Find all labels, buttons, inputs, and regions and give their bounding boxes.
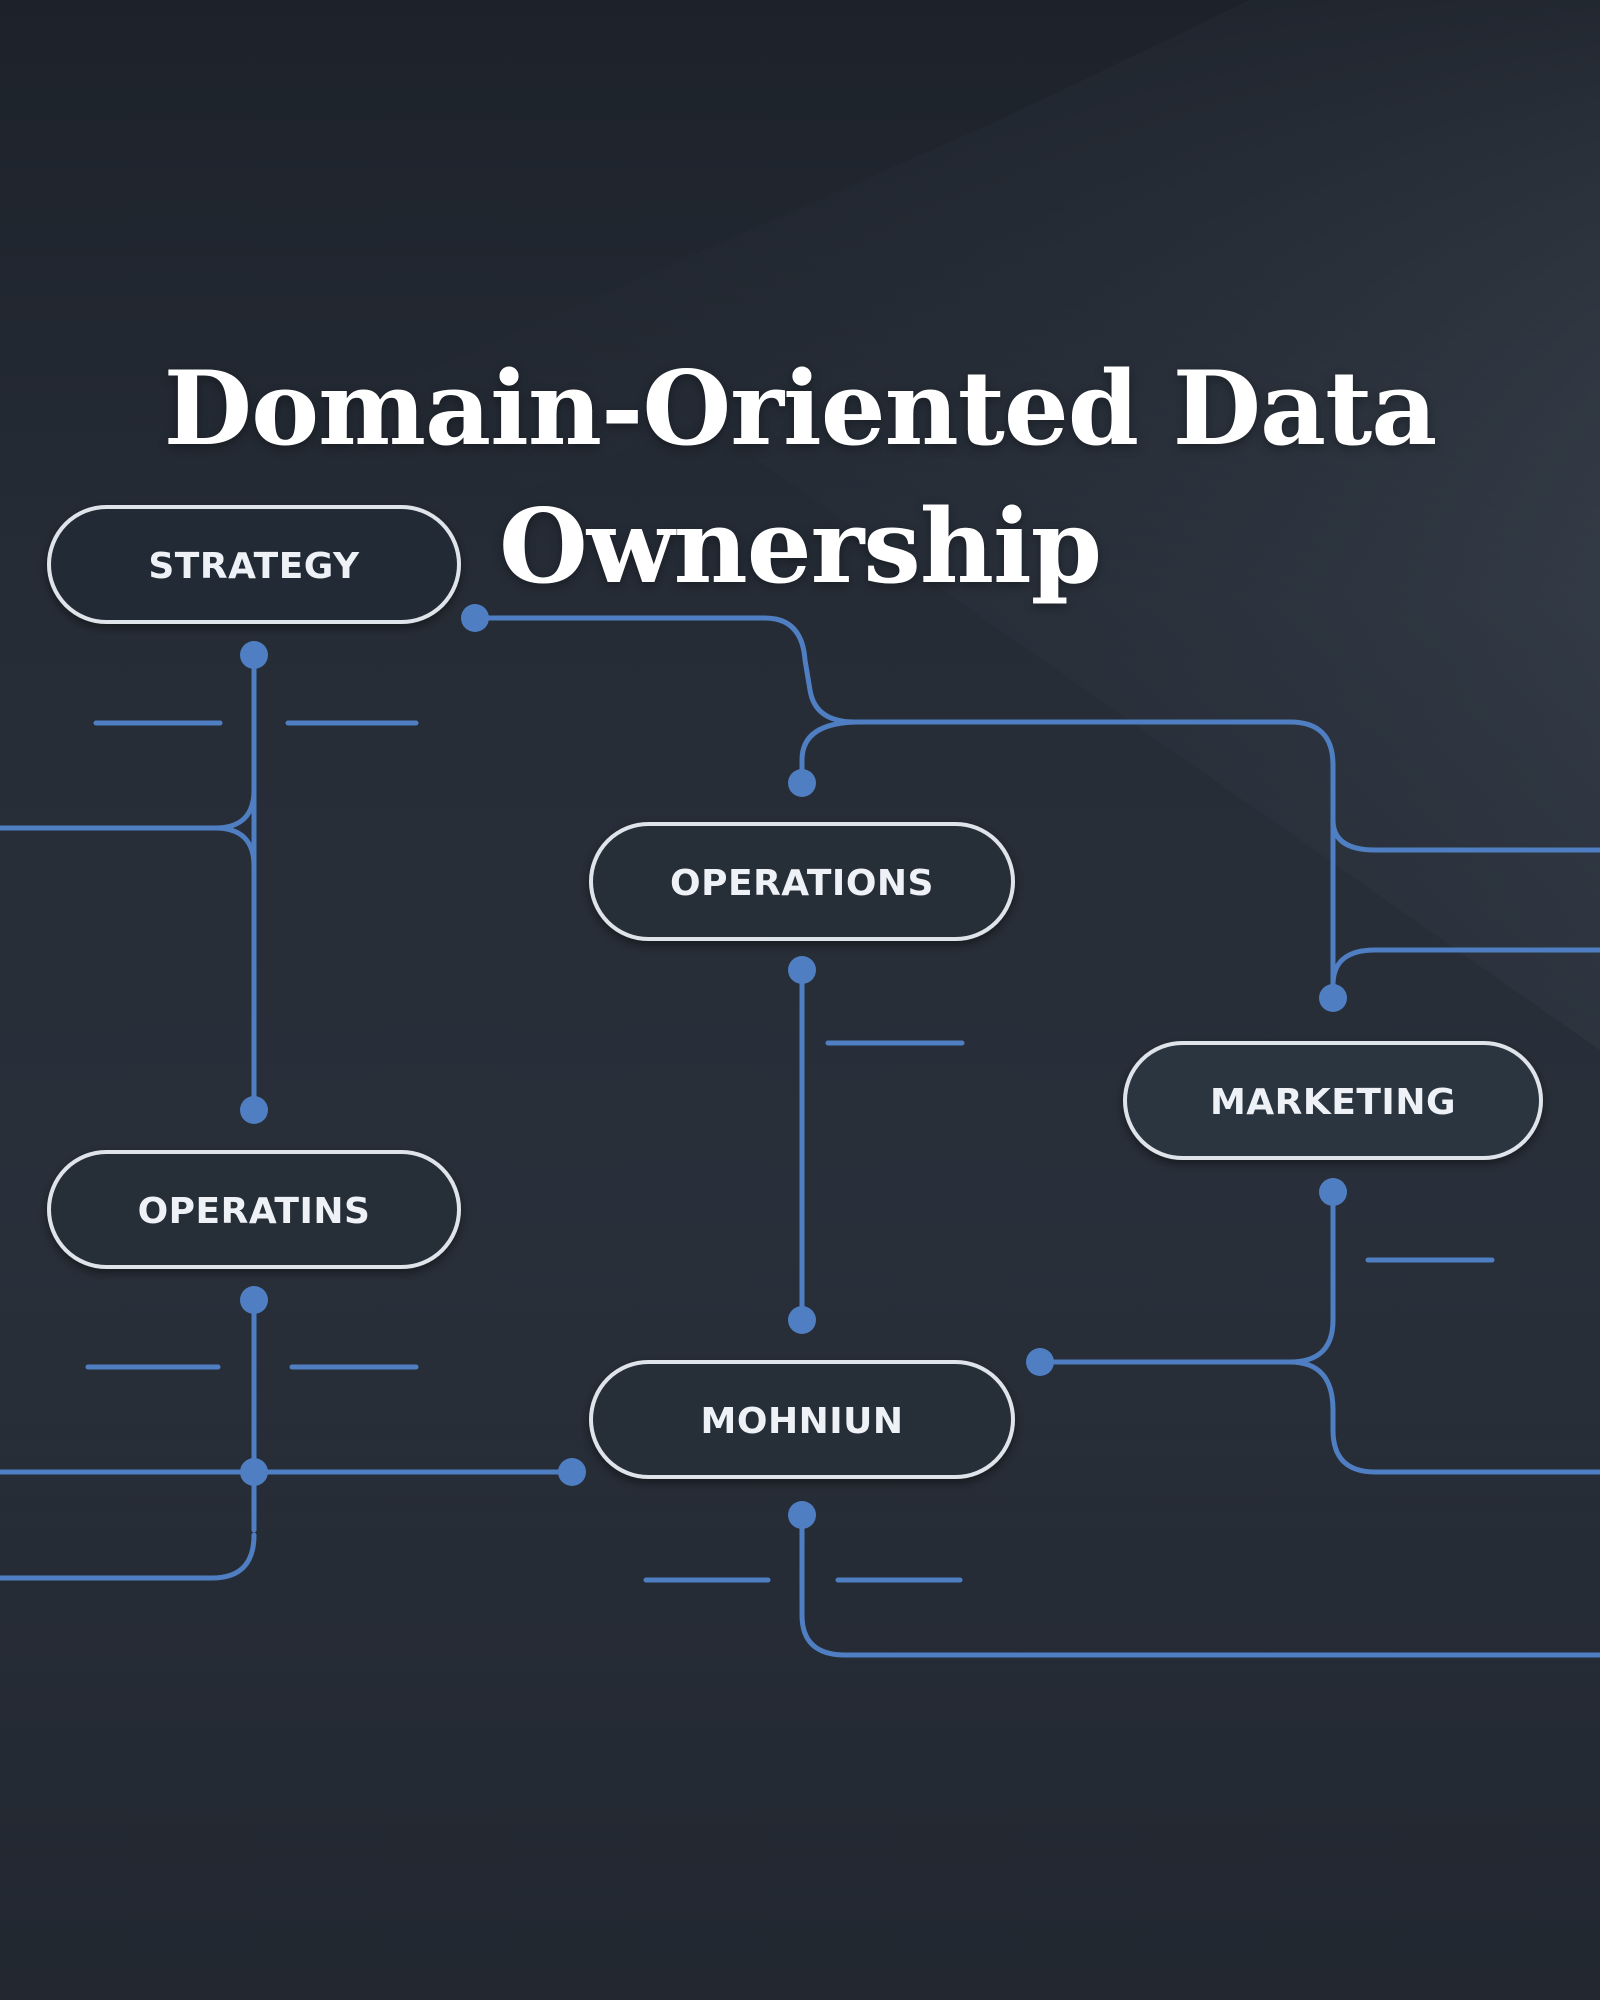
title-line-1: Domain-Oriented Data: [163, 349, 1438, 469]
node-marketing[interactable]: MARKETING: [1123, 1041, 1543, 1160]
page-title: Domain-Oriented Data Ownership: [0, 340, 1600, 616]
node-label-operatins: OPERATINS: [138, 1191, 371, 1232]
connector-dots: [240, 604, 1347, 1529]
node-operatins[interactable]: OPERATINS: [47, 1150, 461, 1269]
node-label-strategy: STRATEGY: [148, 546, 360, 587]
title-line-2: Ownership: [498, 487, 1102, 607]
node-label-marketing: MARKETING: [1210, 1082, 1456, 1123]
connector-lines: [0, 615, 1600, 1658]
node-mohniun[interactable]: MOHNIUN: [589, 1360, 1015, 1479]
node-strategy[interactable]: STRATEGY: [47, 505, 461, 624]
node-operations[interactable]: OPERATIONS: [589, 822, 1015, 941]
node-label-mohniun: MOHNIUN: [701, 1401, 904, 1442]
node-label-operations: OPERATIONS: [670, 863, 934, 904]
